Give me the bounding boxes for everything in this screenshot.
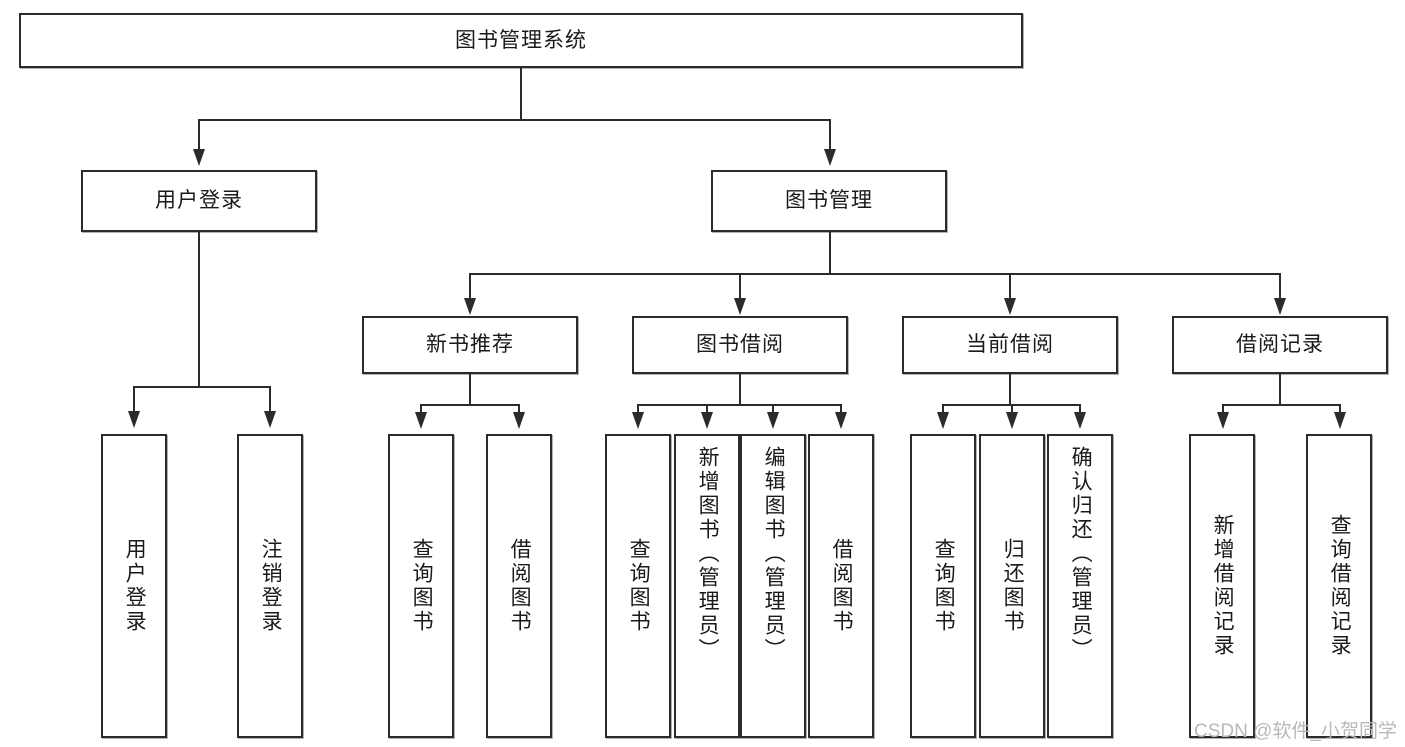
connector-new-book-recommend-bus: [420, 404, 520, 406]
node-label: 图书管理系统: [455, 28, 587, 52]
connector-cb-leaf3: [1079, 404, 1081, 416]
arrowhead-nbr-leaf2: [513, 412, 525, 429]
watermark: CSDN @软件_小贺同学: [1194, 721, 1397, 742]
connector-root-bus: [198, 119, 830, 121]
node-leaf-query-book-cb[interactable]: 查询图书: [910, 434, 976, 738]
connector-borrow-record-bus: [1222, 404, 1341, 406]
arrowhead-cb-leaf2: [1006, 412, 1018, 429]
arrowhead-nbr-leaf1: [415, 412, 427, 429]
arrowhead-user-login: [193, 149, 205, 166]
connector-to-current-borrow: [1009, 273, 1011, 299]
arrowhead-br-leaf2: [1334, 412, 1346, 429]
arrowhead-book-borrow: [734, 298, 746, 315]
node-label: 查询图书: [932, 538, 956, 634]
node-root-book-management-system[interactable]: 图书管理系统: [19, 13, 1023, 68]
node-label: 图书管理: [785, 189, 873, 213]
arrowhead-bb-leaf3: [767, 412, 779, 429]
node-book-borrow[interactable]: 图书借阅: [632, 316, 848, 374]
connector-user-login-leaf2: [269, 386, 271, 412]
node-label: 查询图书: [627, 538, 651, 634]
node-label: 查询借阅记录: [1328, 514, 1352, 658]
node-label: 用户登录: [123, 538, 147, 634]
connector-bb-leaf4: [840, 404, 842, 416]
connector-borrow-record-stem: [1279, 374, 1281, 405]
connector-cb-leaf1: [942, 404, 944, 416]
connector-bb-leaf3: [772, 404, 774, 416]
node-leaf-add-book-admin[interactable]: 新增图书（管理员）: [674, 434, 740, 738]
connector-new-book-recommend-stem: [469, 374, 471, 405]
connector-book-management-stem: [829, 232, 831, 274]
connector-to-book-borrow: [739, 273, 741, 299]
connector-bb-leaf2: [706, 404, 708, 416]
node-label: 新书推荐: [426, 333, 514, 357]
arrowhead-br-leaf1: [1217, 412, 1229, 429]
connector-user-login-bus: [133, 386, 270, 388]
node-label: 查询图书: [410, 538, 434, 634]
connector-to-new-book-recommend: [469, 273, 471, 299]
node-label: 编辑图书（管理员）: [762, 446, 786, 662]
connector-user-login-stem: [198, 232, 200, 387]
node-leaf-query-book-bb[interactable]: 查询图书: [605, 434, 671, 738]
arrowhead-cb-leaf1: [937, 412, 949, 429]
arrowhead-bb-leaf4: [835, 412, 847, 429]
node-label: 新增借阅记录: [1211, 514, 1235, 658]
connector-root-to-book-management: [829, 119, 831, 150]
node-label: 借阅记录: [1236, 333, 1324, 357]
node-leaf-user-login[interactable]: 用户登录: [101, 434, 167, 738]
connector-user-login-leaf1: [133, 386, 135, 412]
node-leaf-query-borrow-record[interactable]: 查询借阅记录: [1306, 434, 1372, 738]
node-leaf-logout[interactable]: 注销登录: [237, 434, 303, 738]
node-leaf-query-book-nbr[interactable]: 查询图书: [388, 434, 454, 738]
arrowhead-bb-leaf1: [632, 412, 644, 429]
connector-bb-leaf1: [637, 404, 639, 416]
connector-br-leaf1: [1222, 404, 1224, 416]
node-label: 借阅图书: [830, 538, 854, 634]
arrowhead-new-book-recommend: [464, 298, 476, 315]
node-label: 用户登录: [155, 189, 243, 213]
connector-root-stem: [520, 68, 522, 120]
arrowhead-book-management: [824, 149, 836, 166]
connector-nbr-leaf1: [420, 404, 422, 416]
arrowhead-leaf-user-login: [128, 411, 140, 428]
node-leaf-return-book[interactable]: 归还图书: [979, 434, 1045, 738]
node-book-management[interactable]: 图书管理: [711, 170, 947, 232]
arrowhead-borrow-record: [1274, 298, 1286, 315]
node-label: 图书借阅: [696, 333, 784, 357]
connector-book-borrow-bus: [637, 404, 842, 406]
arrowhead-cb-leaf3: [1074, 412, 1086, 429]
node-leaf-borrow-book-nbr[interactable]: 借阅图书: [486, 434, 552, 738]
connector-root-to-user-login: [198, 119, 200, 150]
node-label: 当前借阅: [966, 333, 1054, 357]
node-leaf-add-borrow-record[interactable]: 新增借阅记录: [1189, 434, 1255, 738]
node-current-borrow[interactable]: 当前借阅: [902, 316, 1118, 374]
connector-book-borrow-stem: [739, 374, 741, 405]
connector-nbr-leaf2: [518, 404, 520, 416]
connector-current-borrow-stem: [1009, 374, 1011, 405]
node-leaf-borrow-book-bb[interactable]: 借阅图书: [808, 434, 874, 738]
arrowhead-current-borrow: [1004, 298, 1016, 315]
arrowhead-bb-leaf2: [701, 412, 713, 429]
node-label: 归还图书: [1001, 538, 1025, 634]
node-label: 确认归还（管理员）: [1069, 446, 1093, 662]
node-user-login[interactable]: 用户登录: [81, 170, 317, 232]
node-new-book-recommend[interactable]: 新书推荐: [362, 316, 578, 374]
connector-to-borrow-record: [1279, 273, 1281, 299]
node-label: 注销登录: [259, 538, 283, 634]
arrowhead-leaf-logout: [264, 411, 276, 428]
node-borrow-record[interactable]: 借阅记录: [1172, 316, 1388, 374]
node-leaf-edit-book-admin[interactable]: 编辑图书（管理员）: [740, 434, 806, 738]
connector-br-leaf2: [1339, 404, 1341, 416]
node-leaf-confirm-return-admin[interactable]: 确认归还（管理员）: [1047, 434, 1113, 738]
node-label: 新增图书（管理员）: [696, 446, 720, 662]
connector-cb-leaf2: [1011, 404, 1013, 416]
node-label: 借阅图书: [508, 538, 532, 634]
connector-level3-bus: [469, 273, 1281, 275]
